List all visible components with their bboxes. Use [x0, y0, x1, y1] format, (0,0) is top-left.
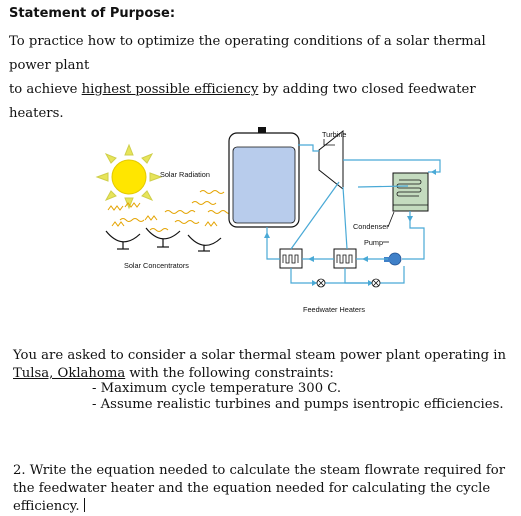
constraint-temperature: - Maximum cycle temperature 300 C. — [92, 381, 342, 396]
valve-icons — [316, 278, 381, 288]
feedwater-heater-1 — [279, 248, 303, 269]
radiation-waves — [107, 190, 233, 232]
label-solar-concentrators: Solar Concentrators — [124, 261, 189, 270]
arrowheads — [264, 169, 436, 286]
sun-icon — [95, 143, 163, 210]
turbine-icon — [318, 129, 344, 191]
sun-disc — [111, 159, 147, 195]
label-pump: Pump — [364, 238, 383, 247]
statement-line-1: To practice how to optimize the operatin… — [9, 34, 486, 73]
power-plant-diagram: Solar Radiation Solar Concentrators Turb… — [95, 127, 441, 314]
label-feedwater-heaters: Feedwater Heaters — [303, 305, 365, 314]
label-condenser: Condenser — [353, 222, 389, 231]
feedwater-heater-2 — [333, 248, 357, 269]
problem-text-prefix: You are asked to consider a solar therma… — [13, 348, 507, 363]
label-turbine: Turbine — [322, 130, 346, 139]
location-link: Tulsa, Oklahoma — [13, 366, 126, 381]
problem-text-suffix: with the following constraints: — [125, 366, 334, 381]
sun-rays — [95, 143, 163, 210]
statement-line-2-suffix: by adding two closed feedwater heaters. — [9, 82, 476, 121]
question-2-text: 2. Write the equation needed to calculat… — [13, 463, 506, 514]
statement-line-2-prefix: to achieve — [9, 82, 82, 97]
tank-water — [232, 146, 296, 224]
label-solar-radiation: Solar Radiation — [160, 170, 210, 179]
constraints-list: - Maximum cycle temperature 300 C. - Ass… — [92, 381, 504, 413]
efficiency-link: highest possible efficiency — [81, 82, 259, 97]
question-2[interactable]: 2. Write the equation needed to calculat… — [13, 462, 518, 516]
problem-paragraph: You are asked to consider a solar therma… — [13, 347, 518, 383]
statement-heading: Statement of Purpose: — [9, 6, 176, 21]
condenser-icon — [392, 172, 429, 212]
solar-concentrators-icon — [105, 227, 222, 252]
text-cursor — [83, 498, 85, 512]
boiler-tank — [228, 127, 300, 228]
statement-paragraph: To practice how to optimize the operatin… — [9, 30, 519, 126]
constraint-efficiencies: - Assume realistic turbines and pumps is… — [92, 397, 504, 412]
